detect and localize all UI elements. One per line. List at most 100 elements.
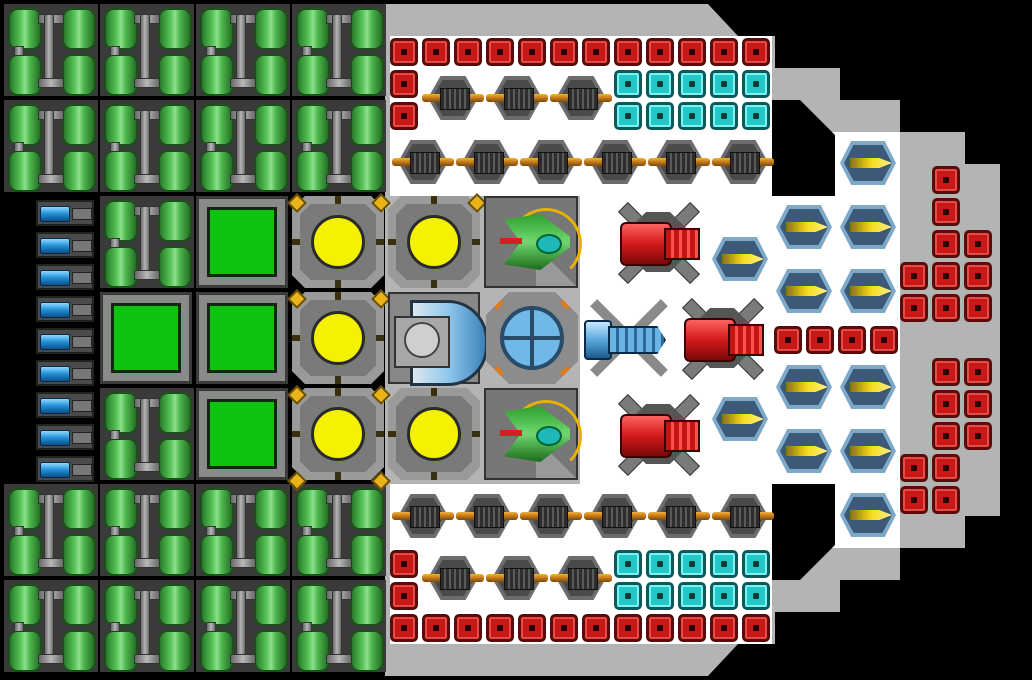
orange-cannon-turret-icon bbox=[392, 136, 454, 188]
blue-missile-launcher-icon bbox=[772, 426, 836, 476]
red-armor-block-icon bbox=[932, 358, 960, 386]
red-armor-block-icon bbox=[964, 390, 992, 418]
blue-thruster-icon bbox=[36, 328, 94, 354]
cyan-armor-block-icon bbox=[710, 70, 738, 98]
cyan-armor-block-icon bbox=[646, 102, 674, 130]
red-armor-block-icon bbox=[614, 38, 642, 66]
orange-cannon-turret-icon bbox=[648, 136, 710, 188]
blue-thruster-icon bbox=[36, 232, 94, 258]
blue-missile-launcher-icon bbox=[836, 266, 900, 316]
yellow-power-generator-icon bbox=[388, 388, 480, 480]
red-armor-block-icon bbox=[964, 358, 992, 386]
cyan-armor-block-icon bbox=[646, 582, 674, 610]
red-armor-block-icon bbox=[932, 422, 960, 450]
red-armor-block-icon bbox=[964, 422, 992, 450]
orange-cannon-turret-icon bbox=[422, 552, 484, 604]
red-armor-block-icon bbox=[900, 262, 928, 290]
blue-thruster-icon bbox=[36, 424, 94, 450]
red-armor-block-icon bbox=[900, 486, 928, 514]
cyan-armor-block-icon bbox=[742, 550, 770, 578]
red-armor-block-icon bbox=[390, 614, 418, 642]
red-heavy-turret-icon bbox=[612, 196, 704, 288]
green-fuel-tank-icon bbox=[196, 484, 290, 576]
green-crew-room-icon bbox=[196, 388, 288, 480]
blue-thruster-icon bbox=[36, 296, 94, 322]
red-armor-block-icon bbox=[900, 294, 928, 322]
red-armor-block-icon bbox=[486, 614, 514, 642]
red-armor-block-icon bbox=[422, 38, 450, 66]
red-armor-block-icon bbox=[806, 326, 834, 354]
red-armor-block-icon bbox=[646, 614, 674, 642]
orange-cannon-turret-icon bbox=[486, 72, 548, 124]
cyan-armor-block-icon bbox=[678, 70, 706, 98]
blue-missile-launcher-icon bbox=[708, 394, 772, 444]
cyan-armor-block-icon bbox=[710, 582, 738, 610]
blue-missile-launcher-icon bbox=[772, 362, 836, 412]
red-armor-block-icon bbox=[838, 326, 866, 354]
cyan-armor-block-icon bbox=[614, 550, 642, 578]
blue-missile-launcher-icon bbox=[836, 138, 900, 188]
green-fighter-bay-icon bbox=[484, 388, 582, 480]
red-armor-block-icon bbox=[964, 230, 992, 258]
cyan-armor-block-icon bbox=[614, 102, 642, 130]
orange-cannon-turret-icon bbox=[520, 490, 582, 542]
cyan-armor-block-icon bbox=[742, 102, 770, 130]
cyan-armor-block-icon bbox=[710, 550, 738, 578]
orange-cannon-turret-icon bbox=[486, 552, 548, 604]
blue-thruster-icon bbox=[36, 456, 94, 482]
orange-cannon-turret-icon bbox=[584, 490, 646, 542]
green-fuel-tank-icon bbox=[196, 100, 290, 192]
red-heavy-turret-icon bbox=[612, 388, 704, 480]
red-armor-block-icon bbox=[454, 614, 482, 642]
orange-cannon-turret-icon bbox=[712, 136, 774, 188]
green-crew-room-icon bbox=[100, 292, 192, 384]
red-armor-block-icon bbox=[742, 614, 770, 642]
yellow-power-generator-icon bbox=[292, 196, 384, 288]
red-armor-block-icon bbox=[932, 198, 960, 226]
red-armor-block-icon bbox=[932, 294, 960, 322]
red-armor-block-icon bbox=[964, 262, 992, 290]
green-fuel-tank-icon bbox=[292, 484, 386, 576]
cyan-armor-block-icon bbox=[742, 582, 770, 610]
red-armor-block-icon bbox=[774, 326, 802, 354]
green-fuel-tank-icon bbox=[100, 196, 194, 288]
red-armor-block-icon bbox=[900, 454, 928, 482]
red-armor-block-icon bbox=[678, 614, 706, 642]
orange-cannon-turret-icon bbox=[584, 136, 646, 188]
blue-beam-cannon-icon bbox=[582, 292, 676, 384]
red-armor-block-icon bbox=[550, 38, 578, 66]
yellow-power-generator-icon bbox=[292, 292, 384, 384]
red-armor-block-icon bbox=[710, 614, 738, 642]
cyan-armor-block-icon bbox=[710, 102, 738, 130]
red-armor-block-icon bbox=[932, 230, 960, 258]
yellow-power-generator-icon bbox=[292, 388, 384, 480]
red-armor-block-icon bbox=[932, 262, 960, 290]
red-armor-block-icon bbox=[932, 166, 960, 194]
orange-cannon-turret-icon bbox=[422, 72, 484, 124]
green-fuel-tank-icon bbox=[292, 4, 386, 96]
red-armor-block-icon bbox=[932, 454, 960, 482]
red-armor-block-icon bbox=[678, 38, 706, 66]
green-crew-room-icon bbox=[196, 292, 288, 384]
blue-missile-launcher-icon bbox=[836, 426, 900, 476]
cyan-armor-block-icon bbox=[678, 550, 706, 578]
red-armor-block-icon bbox=[518, 38, 546, 66]
cyan-armor-block-icon bbox=[646, 550, 674, 578]
green-fuel-tank-icon bbox=[4, 580, 98, 672]
red-armor-block-icon bbox=[390, 102, 418, 130]
green-fuel-tank-icon bbox=[100, 388, 194, 480]
blue-thruster-icon bbox=[36, 200, 94, 226]
blue-reactor-core-icon bbox=[486, 292, 578, 384]
green-fuel-tank-icon bbox=[100, 484, 194, 576]
orange-cannon-turret-icon bbox=[456, 490, 518, 542]
cyan-armor-block-icon bbox=[678, 582, 706, 610]
red-armor-block-icon bbox=[390, 70, 418, 98]
red-armor-block-icon bbox=[710, 38, 738, 66]
blue-thruster-icon bbox=[36, 360, 94, 386]
red-armor-block-icon bbox=[582, 614, 610, 642]
orange-cannon-turret-icon bbox=[550, 72, 612, 124]
green-fuel-tank-icon bbox=[196, 580, 290, 672]
red-heavy-turret-icon bbox=[676, 292, 768, 384]
cyan-armor-block-icon bbox=[678, 102, 706, 130]
green-fuel-tank-icon bbox=[292, 580, 386, 672]
